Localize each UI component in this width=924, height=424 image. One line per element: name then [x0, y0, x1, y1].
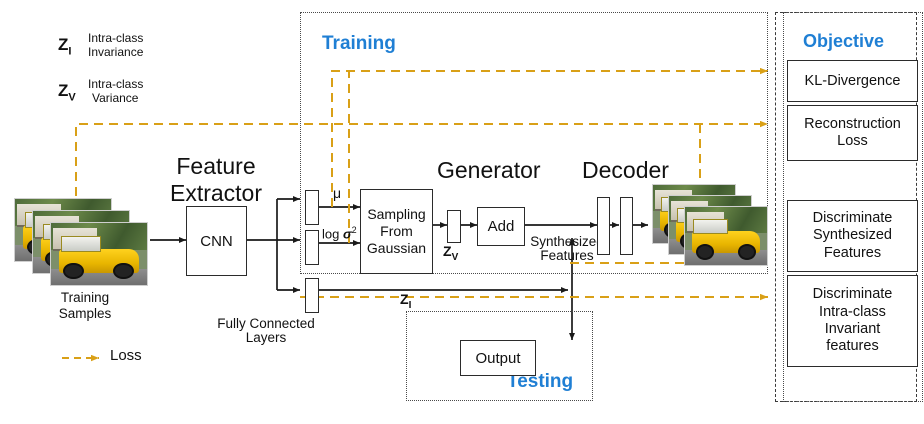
objective-item-discriminate-invariant-line4: features: [826, 338, 879, 355]
sampling-label-line3: Gaussian: [366, 240, 427, 257]
zi-label-base: Z: [400, 291, 409, 307]
generator-title: Generator: [437, 157, 541, 183]
training-samples-label-line1: Training: [60, 290, 110, 305]
objective-item-discriminate-invariant[interactable]: Discriminate Intra-class Invariant featu…: [787, 275, 918, 367]
objective-item-reconstruction-loss-line1: Reconstruction: [804, 115, 901, 132]
zv-label-sub: V: [451, 251, 459, 263]
synthesized-features-label-line1: Synthesized: [530, 234, 604, 249]
objective-region-outline: [783, 12, 923, 402]
objective-item-reconstruction-loss[interactable]: Reconstruction Loss: [787, 105, 918, 161]
zv-feature-bar: [447, 210, 461, 243]
cnn-block[interactable]: CNN: [186, 206, 247, 276]
output-block[interactable]: Output: [460, 340, 536, 376]
training-sample-photo-1: [50, 222, 148, 286]
training-samples-label-line2: Samples: [58, 306, 112, 321]
feature-extractor-title-line2: Extractor: [169, 180, 263, 206]
fc-layer-bar-zi: [305, 278, 319, 313]
fully-connected-label-line1: Fully Connected: [217, 316, 315, 331]
fc-layer-bar-mu: [305, 190, 319, 225]
legend-zi-base: Z: [58, 35, 69, 54]
training-region: [300, 12, 768, 274]
objective-section-title: Objective: [803, 31, 885, 51]
objective-item-reconstruction-loss-line2: Loss: [837, 133, 868, 149]
legend-zi-sub: I: [68, 45, 72, 58]
add-block[interactable]: Add: [477, 207, 525, 246]
sampling-label-line1: Sampling: [367, 205, 426, 222]
output-block-label: Output: [475, 349, 521, 367]
log-prefix: log: [322, 226, 343, 242]
sigma-exponent: 2: [351, 225, 357, 235]
zv-label: ZV: [443, 243, 459, 264]
objective-item-discriminate-synthesized-line3: Features: [823, 244, 882, 261]
objective-item-discriminate-synthesized-line1: Discriminate: [812, 209, 893, 226]
legend-zi-desc-line2: Invariance: [88, 45, 144, 59]
training-section-title: Training: [322, 33, 396, 54]
decoder-bar-2: [620, 197, 633, 255]
legend-zv-symbol: ZV: [58, 81, 76, 104]
decoder-title: Decoder: [582, 157, 669, 183]
objective-item-kl-divergence[interactable]: KL-Divergence: [787, 60, 918, 102]
fc-layer-bar-logsigma: [305, 230, 319, 265]
decoder-bar-1: [597, 197, 610, 255]
fully-connected-label-line2: Layers: [245, 330, 287, 345]
testing-section-title: Testing: [507, 371, 574, 392]
feature-extractor-title-line1: Feature: [176, 153, 256, 179]
objective-item-discriminate-synthesized[interactable]: Discriminate Synthesized Features: [787, 200, 918, 272]
objective-item-discriminate-invariant-line3: Invariant: [824, 321, 881, 337]
synthesized-features-label-line2: Features: [540, 248, 594, 263]
legend-zi-desc-line1: Intra-class: [88, 31, 144, 45]
sigma-glyph: σ: [342, 226, 352, 242]
objective-item-discriminate-synthesized-line2: Synthesized: [813, 227, 892, 244]
zi-label-sub: I: [408, 299, 412, 311]
objective-item-kl-divergence-line1: KL-Divergence: [804, 73, 901, 89]
sampling-label-line2: From: [380, 222, 413, 239]
synthesized-images-stack: [652, 184, 768, 268]
mu-label: μ: [333, 185, 342, 201]
synthesized-photo-1: [684, 206, 768, 266]
log-sigma-squared-label: log σ2: [322, 225, 357, 242]
legend-zv-sub: V: [68, 91, 76, 104]
training-samples-image-stack: [14, 198, 150, 286]
legend-zi-symbol: ZI: [58, 35, 72, 58]
zv-label-base: Z: [443, 243, 452, 259]
cnn-block-label: CNN: [200, 232, 233, 250]
legend-zv-desc-line2: Variance: [92, 91, 139, 105]
sampling-from-gaussian-block[interactable]: Sampling From Gaussian: [360, 189, 433, 274]
objective-item-discriminate-invariant-line1: Discriminate: [812, 286, 893, 303]
testing-region: [406, 311, 593, 401]
legend-zv-base: Z: [58, 81, 69, 100]
add-block-label: Add: [487, 218, 515, 235]
legend-loss-label: Loss: [110, 347, 142, 364]
legend-zv-desc-line1: Intra-class: [88, 77, 144, 91]
zi-label: ZI: [400, 291, 412, 312]
objective-item-discriminate-invariant-line2: Intra-class: [819, 303, 886, 320]
